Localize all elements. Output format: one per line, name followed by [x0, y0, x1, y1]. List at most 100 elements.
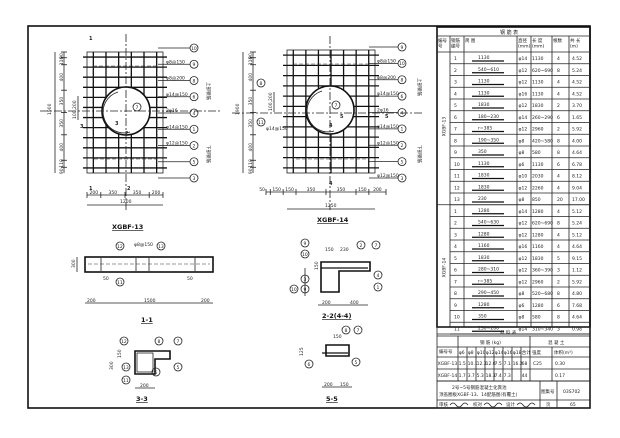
bar-number: 10: [454, 315, 460, 321]
title-block: 2号~5号钢筋混凝土化粪池 顶盖圈板XGBF-13、14配筋图(有覆土) 图集号…: [436, 380, 591, 409]
dim: 200: [201, 298, 210, 304]
shape-dim: 290~450: [478, 290, 499, 296]
callout-circle: [119, 336, 129, 346]
bar-number: 8: [454, 291, 457, 297]
callout-number: 7: [177, 339, 180, 345]
count: 8: [557, 150, 560, 156]
dim: 350: [248, 119, 254, 128]
diameter: φ12: [519, 221, 528, 227]
callout-number: 8: [193, 78, 196, 84]
callout-circle: [373, 282, 383, 292]
callout: 12: [117, 244, 123, 250]
column-header: φ10: [477, 350, 486, 356]
diameter: φ14: [519, 56, 528, 62]
column-header: 简 图: [465, 37, 476, 44]
hidden-outline: [292, 63, 370, 160]
diameter: φ12: [519, 185, 528, 191]
upper-bars-label: 上部钢筋: [205, 82, 212, 100]
quantity: 0.17: [555, 373, 565, 379]
callout-spec: φ12@150: [377, 173, 399, 179]
callout-number: 1: [193, 127, 196, 133]
callout-circle: [189, 59, 199, 69]
shape-dim: 1830: [478, 102, 490, 108]
callout-spec: 2φ16: [166, 108, 178, 114]
callout-number: 5: [177, 365, 180, 371]
bar-number: 9: [454, 150, 457, 156]
callout-circle: [121, 375, 131, 385]
diameter: φ8: [519, 138, 525, 144]
length: 2030: [532, 174, 544, 180]
diameter: φ14: [519, 209, 528, 215]
callout-number: 9: [304, 241, 307, 247]
callout-number: 2: [193, 143, 196, 149]
bar-number: 7: [454, 279, 457, 285]
dim: 90: [248, 53, 254, 59]
table-title: 钢 筋 表: [500, 29, 518, 36]
callout-circle: [300, 238, 310, 248]
total-height-dim: 1900: [235, 103, 241, 115]
column-header: 体积(m³): [554, 349, 573, 356]
shape-dim: 1160: [478, 243, 490, 249]
callout-number: 5: [401, 159, 404, 165]
column-header: φ8: [468, 350, 474, 356]
count: 2: [557, 279, 560, 285]
shape-dim: 190~350: [478, 137, 499, 143]
section-title: 3-3: [136, 395, 148, 403]
callout-circle: [397, 91, 407, 101]
atlas-number: 03S702: [563, 389, 580, 395]
shape-dim: 230: [478, 196, 487, 202]
diameter: φ14: [519, 326, 528, 332]
total-width-dim: 1250: [325, 203, 337, 209]
dim: 110: [59, 159, 65, 168]
sign-label: 校对: [473, 401, 482, 408]
total-length: 4.00: [572, 138, 582, 144]
shape-dim: r=385: [478, 278, 492, 284]
callout-circle: [341, 325, 351, 335]
section-title: 5-5: [326, 395, 338, 403]
length: 850: [532, 197, 541, 203]
callout-circle: [373, 270, 383, 280]
bar-number: 3: [454, 80, 457, 86]
callout-spec: φ8@150: [377, 58, 396, 64]
rebar-table: 钢 筋 表编号号钢筋编号简 图直径 (mm)长 度 (mm)根数共 长 (m)1…: [436, 26, 591, 335]
section-title: 2-2(4-4): [322, 312, 351, 320]
total-length: 4.64: [572, 244, 582, 250]
left-callout: 11: [258, 120, 264, 126]
page-label: 页: [546, 402, 551, 408]
diameter: φ6: [519, 303, 525, 309]
bar-number: 12: [454, 185, 460, 191]
shape-dim: 350: [478, 149, 487, 155]
section-mark: 2: [125, 131, 129, 137]
callout-circle: [397, 140, 407, 150]
callout-number: 5: [193, 160, 196, 166]
bar-number: 2: [454, 68, 457, 74]
callout-number: 9: [401, 45, 404, 51]
diameter: φ8: [519, 150, 525, 156]
shape-dim: 1830: [478, 255, 490, 261]
count: 4: [557, 185, 560, 191]
circle-callout: 7: [335, 103, 338, 109]
length: 1830: [532, 103, 544, 109]
dim: 200: [373, 187, 382, 193]
diameter: φ12: [519, 103, 528, 109]
callout-circle: [189, 108, 199, 118]
total-width-dim: 1200: [120, 199, 132, 205]
dim: 200: [140, 383, 149, 389]
length: 420~580: [532, 138, 553, 144]
section-mark: 1: [89, 36, 93, 42]
shape-dim: 280~310: [478, 267, 499, 273]
spec: φ8@150: [134, 242, 153, 248]
shape-dim: 1130: [478, 90, 490, 96]
callout-circle: [397, 42, 407, 52]
quantity: 16.2: [513, 361, 523, 367]
